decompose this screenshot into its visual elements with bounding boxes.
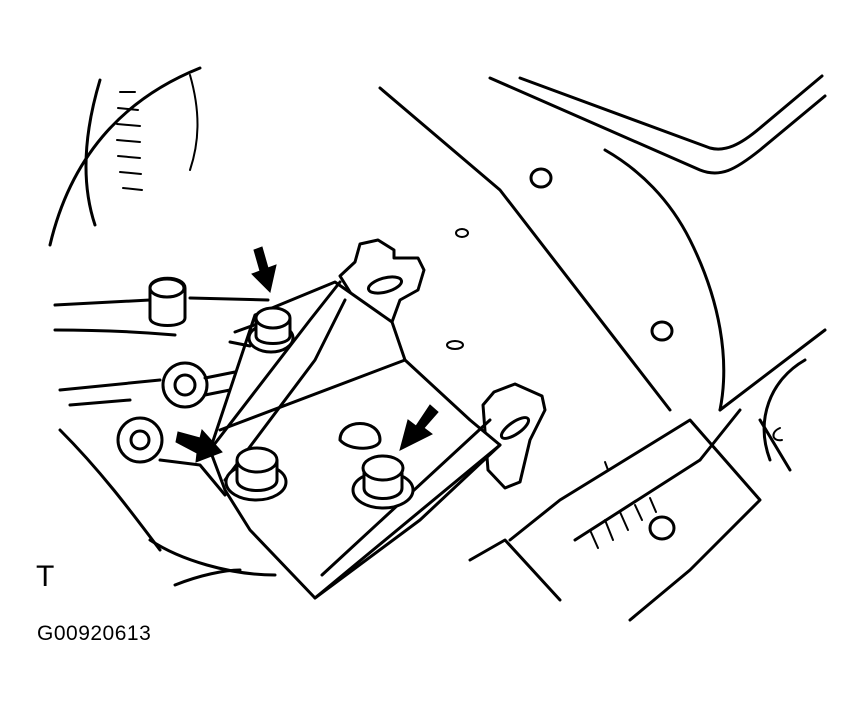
bolt-lower-right — [351, 454, 415, 510]
arrow-right-icon — [175, 428, 223, 463]
left-linkage — [53, 276, 277, 587]
view-letter: T — [36, 560, 55, 593]
lower-right-ribbed-part — [468, 418, 762, 622]
bolt-upper — [247, 306, 295, 354]
arrow-down-icon — [251, 246, 277, 293]
bolt-lower-left — [224, 446, 288, 502]
upper-right-frame — [378, 74, 827, 472]
upper-left-housing — [48, 66, 202, 247]
frame-holes — [446, 167, 783, 471]
arrow-down-left-icon — [399, 404, 439, 451]
callout-arrows — [175, 246, 439, 463]
mount-bolts — [224, 306, 415, 510]
figure-code: G00920613 — [37, 622, 152, 645]
engine-mount-bracket — [208, 238, 547, 600]
